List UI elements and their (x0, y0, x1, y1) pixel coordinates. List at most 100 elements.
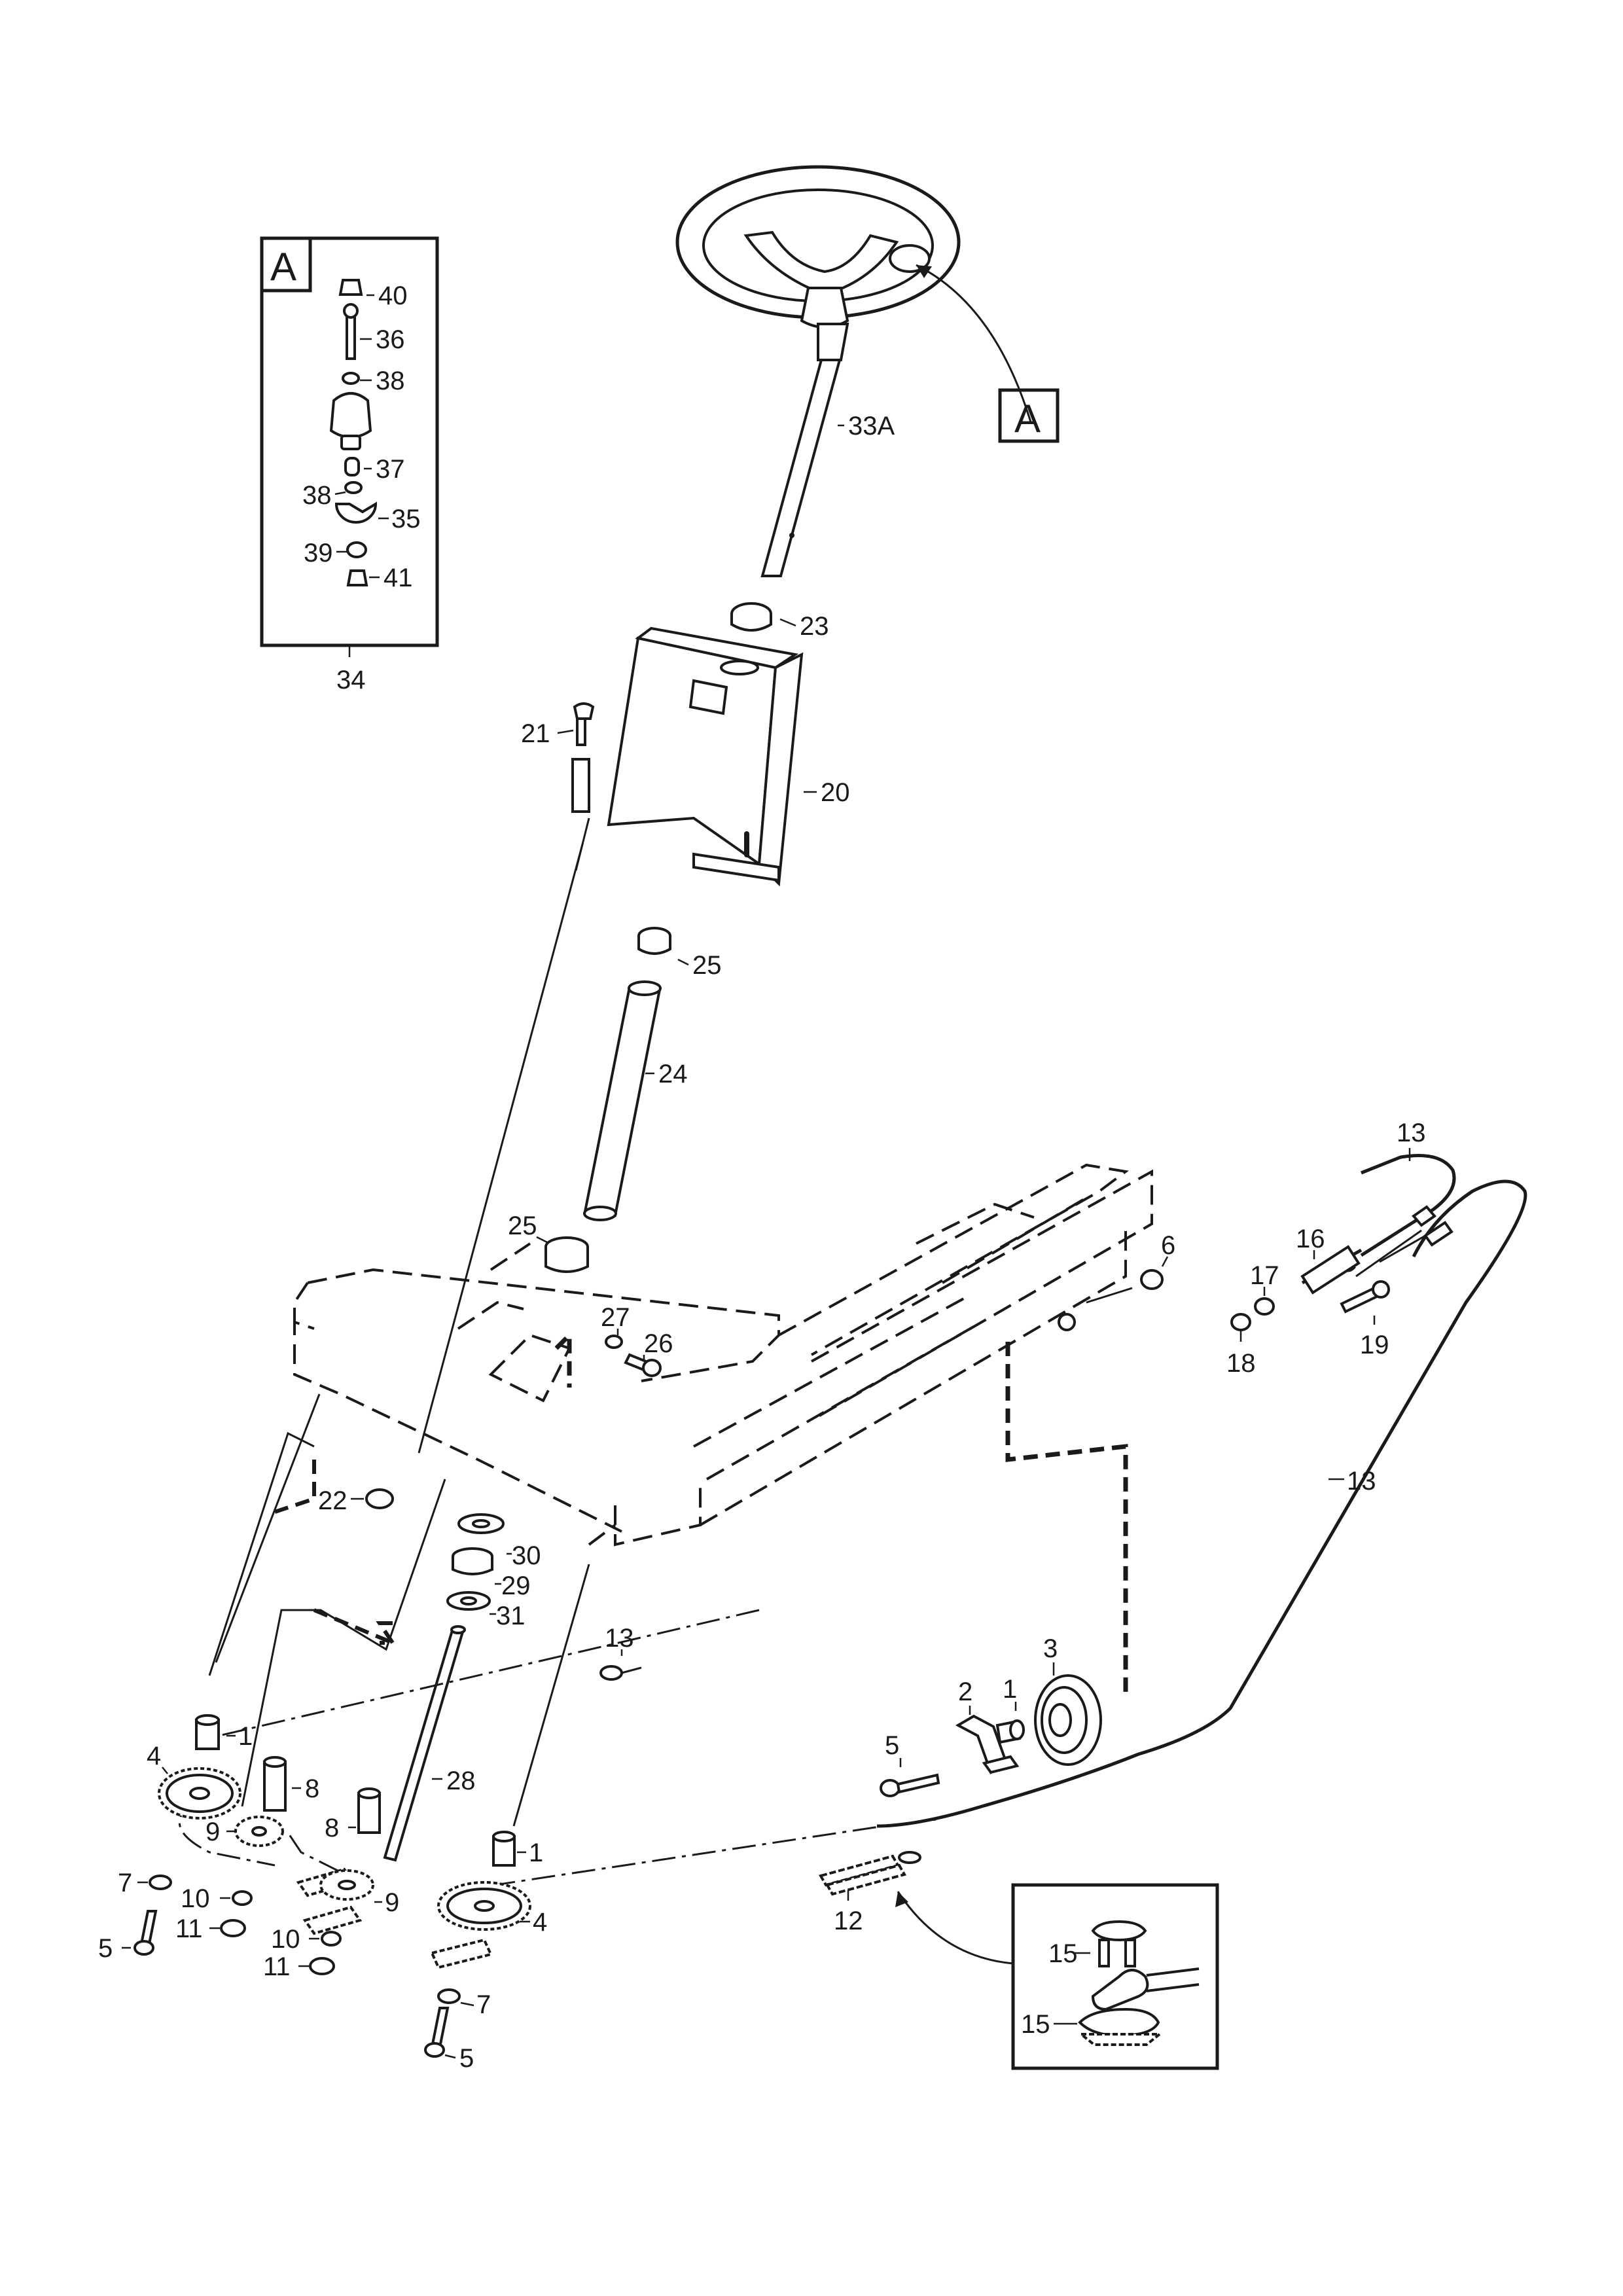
nut-part-39 (346, 541, 367, 558)
washer-part-38 (342, 372, 360, 385)
washer-10-mid: 10 (271, 1925, 342, 1954)
clip-part-35 (334, 501, 378, 524)
bracket-2: 2 (955, 1677, 1020, 1774)
label-7-right: 7 (476, 1990, 491, 2019)
label-36: 36 (376, 325, 405, 354)
label-20: 20 (821, 778, 850, 807)
washer-part-38b (344, 481, 363, 494)
label-15-top: 15 (1048, 1939, 1078, 1968)
bushing-29: 29 (452, 1547, 531, 1600)
label-5-left: 5 (98, 1934, 113, 1963)
label-38: 38 (376, 367, 405, 395)
sprocket-4-left: 4 (147, 1742, 241, 1820)
callout-a: A (998, 388, 1060, 443)
label-19: 19 (1360, 1331, 1389, 1359)
label-9-mid: 9 (385, 1888, 399, 1917)
label-13-right: 13 (1347, 1467, 1376, 1496)
bolt-5-left: 5 (98, 1910, 158, 1963)
label-12: 12 (834, 1907, 863, 1935)
washer-10-left: 10 (181, 1884, 253, 1913)
label-1-right: 1 (529, 1839, 543, 1867)
label-10-mid: 10 (271, 1925, 300, 1954)
washer-27-bolt-26: 27 26 (601, 1303, 673, 1377)
label-1-left: 1 (238, 1722, 253, 1751)
washer-7-right: 7 (437, 1988, 491, 2019)
label-40: 40 (378, 281, 408, 310)
label-28: 28 (446, 1767, 476, 1795)
nut-22: 22 (318, 1486, 394, 1515)
inset-a-letter: A (270, 245, 296, 289)
label-22: 22 (318, 1486, 348, 1515)
spacer-8-right: 8 (325, 1787, 381, 1842)
cable-assembly: 16 17 18 19 13 13 (876, 1119, 1527, 1828)
bolt-5-pulley: 5 (880, 1731, 940, 1797)
knob-part (329, 392, 372, 439)
bolt-5-right: 5 (424, 2007, 474, 2073)
label-31: 31 (496, 1602, 526, 1630)
label-21: 21 (521, 719, 550, 748)
label-3: 3 (1043, 1634, 1058, 1663)
cap-part-40 (338, 279, 363, 296)
label-10-left: 10 (181, 1884, 210, 1913)
label-8-left: 8 (305, 1774, 319, 1803)
pin-part-37 (344, 457, 360, 476)
label-2: 2 (958, 1677, 972, 1706)
label-13-top: 13 (1397, 1119, 1426, 1147)
inset-chain-link: 15 15 (1011, 1883, 1219, 2070)
spacer-8-left: 8 (263, 1756, 319, 1812)
label-9-left: 9 (205, 1818, 220, 1846)
link-dashed-1 (554, 1329, 572, 1388)
washer-7-left: 7 (118, 1869, 172, 1897)
inset-a: A 34 40 36 38 37 38 35 39 41 (260, 236, 439, 694)
label-25-lower: 25 (508, 1211, 537, 1240)
spacer-1-right: 1 (492, 1831, 543, 1867)
label-7-left: 7 (118, 1869, 132, 1897)
washer-30: 30 (457, 1513, 541, 1570)
label-17: 17 (1250, 1261, 1279, 1290)
bolt-21: 21 (521, 702, 595, 748)
label-15-bottom: 15 (1021, 2010, 1050, 2039)
label-37: 37 (376, 455, 405, 484)
steering-cap (889, 244, 931, 273)
label-1-pulley: 1 (1003, 1675, 1017, 1704)
label-4-right: 4 (533, 1908, 547, 1937)
sprocket-4-right: 4 (430, 1881, 547, 1969)
label-18: 18 (1226, 1349, 1256, 1378)
bushing-23: 23 (730, 602, 829, 641)
label-4-left: 4 (147, 1742, 161, 1770)
label-24: 24 (658, 1060, 688, 1088)
label-11-left: 11 (175, 1914, 203, 1943)
label-13-mid: 13 (605, 1624, 634, 1653)
assembly-number-34: 34 (336, 666, 366, 694)
shaft-28: 28 (383, 1625, 476, 1862)
chain-12: 12 (818, 1851, 921, 1935)
sprocket-9-mid: 9 (296, 1867, 399, 1935)
steering-wheel: 33A (675, 165, 1032, 577)
spacer-1-left: 1 (195, 1714, 253, 1751)
label-23: 23 (800, 612, 829, 641)
label-27: 27 (601, 1303, 630, 1332)
label-33a: 33A (848, 412, 895, 440)
label-25-upper: 25 (692, 951, 722, 980)
label-6: 6 (1161, 1231, 1175, 1260)
label-29: 29 (501, 1571, 531, 1600)
column-tube-24: 24 (583, 980, 688, 1221)
steering-housing-20: 20 (571, 626, 850, 887)
label-30: 30 (512, 1541, 541, 1570)
label-5-pulley: 5 (885, 1731, 899, 1760)
label-26: 26 (644, 1329, 673, 1358)
nut-6: 6 (1086, 1231, 1175, 1304)
callout-a-letter: A (1014, 397, 1041, 440)
pulley-3: 3 (1034, 1634, 1102, 1766)
cable-end-13-mid: 13 (599, 1624, 642, 1681)
label-39: 39 (304, 539, 333, 567)
spacer-1-pulley: 1 (995, 1675, 1025, 1744)
label-38b: 38 (302, 481, 332, 510)
sprocket-9-left: 9 (205, 1816, 284, 1847)
label-11-mid: 11 (263, 1952, 291, 1981)
label-5-right: 5 (459, 2044, 474, 2073)
label-16: 16 (1296, 1225, 1325, 1253)
washer-31: 31 (446, 1591, 526, 1630)
steering-shaft-33a (760, 359, 842, 577)
